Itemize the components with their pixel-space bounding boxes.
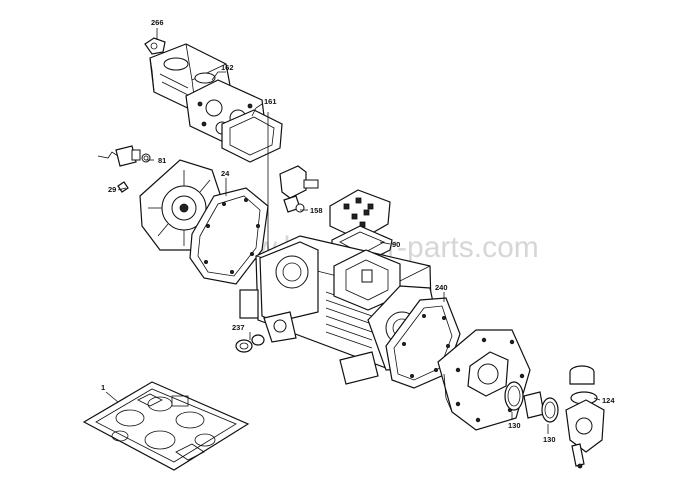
callout-24: 24 (221, 169, 230, 178)
callout-158: 158 (310, 206, 323, 215)
callout-161: 161 (264, 97, 277, 106)
callout-29: 29 (108, 185, 116, 194)
plug-237-part (235, 334, 265, 353)
callout-124: 124 (602, 396, 615, 405)
oil-pump-part (279, 165, 319, 213)
callout-240: 240 (435, 283, 448, 292)
head-cover-part (144, 37, 166, 55)
callout-162: 162 (221, 63, 234, 72)
callout-81: 81 (158, 156, 166, 165)
callout-130-ring: 130 (508, 421, 521, 430)
callout-1: 1 (101, 383, 105, 392)
service-valve-part (565, 365, 605, 469)
callout-90: 90 (392, 240, 400, 249)
o-ring-part (504, 381, 524, 411)
gasket-kit-part (82, 381, 250, 471)
head-gasket-part (221, 109, 283, 163)
callout-130-sleeve: 130 (543, 435, 556, 444)
sleeve-part (523, 391, 559, 423)
oil-sensor-part (97, 145, 151, 193)
callout-266: 266 (151, 18, 164, 27)
cover-gasket-part (189, 187, 269, 285)
compressor-body-part (239, 235, 433, 385)
callout-237: 237 (232, 323, 245, 332)
leader-lines (105, 28, 601, 434)
